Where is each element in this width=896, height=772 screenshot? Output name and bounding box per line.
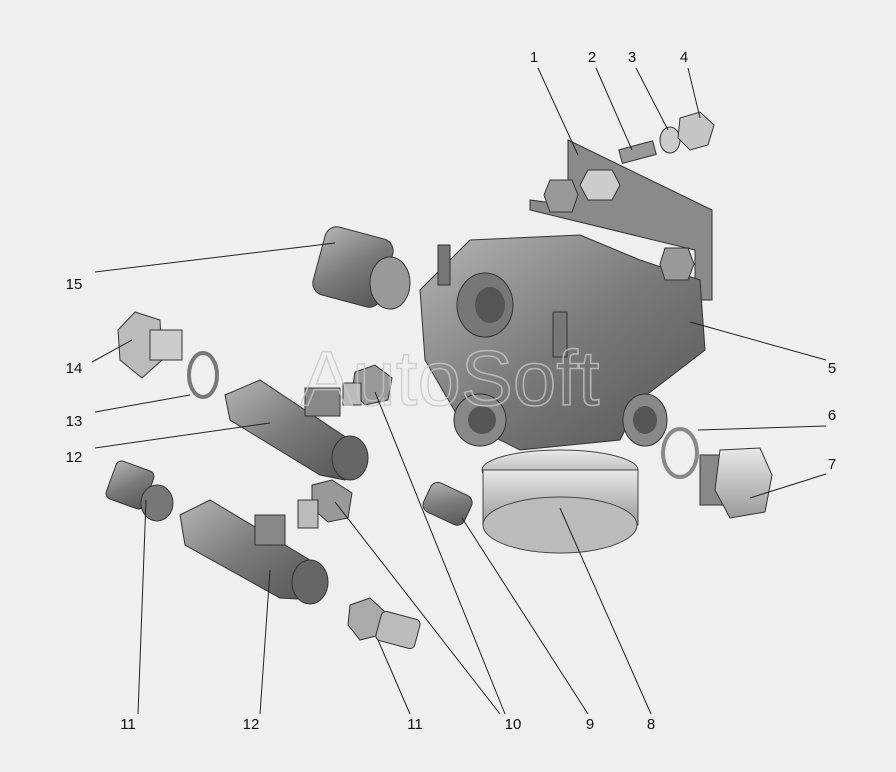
tee-12-upper bbox=[224, 379, 369, 481]
callout-11-bottom: 11 bbox=[407, 716, 423, 733]
callout-12-bottom: 12 bbox=[243, 716, 260, 733]
callout-8: 8 bbox=[647, 716, 655, 733]
callout-14: 14 bbox=[66, 360, 83, 377]
callout-4: 4 bbox=[680, 49, 688, 66]
fitting-11-bottom bbox=[347, 597, 421, 650]
callout-9: 9 bbox=[586, 716, 594, 733]
callout-5: 5 bbox=[828, 360, 836, 377]
callout-12-left: 12 bbox=[66, 449, 83, 466]
callout-6: 6 bbox=[828, 407, 836, 424]
fitting-11-left bbox=[105, 460, 174, 522]
tee-12-lower bbox=[179, 499, 329, 605]
callout-11-left: 11 bbox=[120, 716, 136, 733]
callout-13: 13 bbox=[66, 413, 83, 430]
callout-15: 15 bbox=[66, 276, 83, 293]
leader-lines bbox=[91, 67, 827, 715]
watermark: AutoSoft bbox=[300, 334, 600, 422]
washer-13 bbox=[187, 351, 219, 399]
filter-cap bbox=[481, 449, 639, 554]
fittings-10 bbox=[297, 364, 393, 529]
callout-1: 1 bbox=[530, 49, 538, 66]
bolt-and-nuts bbox=[543, 111, 715, 281]
fitting-15 bbox=[312, 226, 411, 310]
fitting-9 bbox=[422, 481, 473, 526]
plug-14 bbox=[117, 311, 183, 379]
callout-10: 10 bbox=[505, 716, 522, 733]
callout-2: 2 bbox=[588, 49, 596, 66]
washer-6 bbox=[661, 427, 699, 479]
plug-7 bbox=[699, 447, 773, 519]
valve-body bbox=[419, 234, 706, 451]
callout-3: 3 bbox=[628, 49, 636, 66]
callout-7: 7 bbox=[828, 456, 836, 473]
